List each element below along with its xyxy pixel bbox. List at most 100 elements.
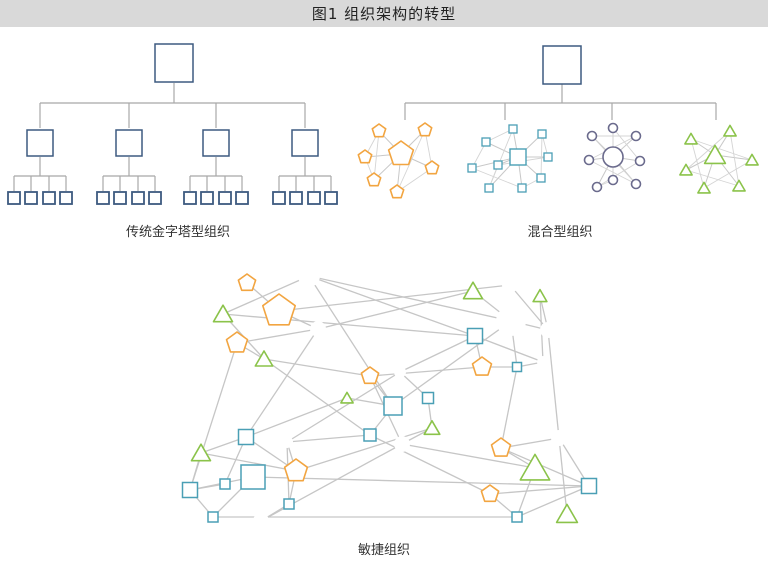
pentagon-node [387,140,415,166]
square-node [183,191,197,205]
square-node [484,183,494,193]
circle-node [602,146,624,168]
pentagon-node [471,356,493,376]
square-node [383,396,403,416]
connector-line [396,167,433,193]
pentagon-node [366,172,382,187]
circle-node [583,154,595,166]
connector-line [189,342,238,491]
circle-node [394,436,410,452]
connector-line [373,130,380,181]
pentagon-node [480,484,500,503]
connector-line [392,320,512,407]
connector-line [286,371,401,443]
connector-line [489,485,590,495]
connector-line [558,437,568,515]
hybrid-organization [357,45,759,199]
connector-line [488,128,514,189]
connector-line [308,275,512,322]
square-node [200,191,214,205]
pentagon-node [237,273,257,292]
square-node [580,477,598,495]
square-node [466,327,484,345]
connector-line [685,169,740,187]
triangle-node [703,144,727,165]
circle-node [298,265,320,287]
connector-line [260,443,403,522]
pentagon-node [357,149,373,164]
connector-line [245,328,319,438]
circle-node [634,155,646,167]
circle-node [630,130,642,142]
circle-node [630,178,642,190]
square-node [272,191,286,205]
square-node [481,137,491,147]
triangle-node [697,181,711,194]
square-node [59,191,73,205]
connector-line [471,167,523,189]
square-node [517,183,527,193]
circle-node [607,174,619,186]
square-node [291,129,319,157]
circle-node [551,430,567,446]
circle-node [502,277,518,293]
circle-node [591,181,603,193]
circle-node [540,322,556,338]
square-node [42,191,56,205]
square-node [508,124,518,134]
connector-line [308,275,394,407]
circle-node [607,122,619,134]
square-node [421,391,435,405]
square-node [131,191,145,205]
connector-line [509,284,549,331]
connector-line [703,159,753,189]
triangle-node [423,419,441,436]
connector-line [690,138,705,189]
square-node [115,129,143,157]
pentagon-node [283,458,309,482]
connector-line [399,335,476,373]
square-node [467,163,477,173]
square-node [543,152,553,162]
connector-line [500,447,590,487]
triangle-node [732,179,746,192]
pentagon-node [417,122,433,137]
triangle-node [684,132,698,145]
circle-node [537,356,549,368]
connector-line [588,159,637,185]
square-node [536,173,546,183]
square-node [235,191,249,205]
figure-title: 图1 组织架构的转型 [0,0,768,27]
square-node [7,191,21,205]
square-node [26,129,54,157]
pentagon-node [261,293,297,326]
connector-line [236,328,319,344]
triangle-node [745,153,759,166]
circle-node [253,513,269,529]
connector-line [685,130,731,171]
triangle-node [212,304,234,323]
connector-line [690,138,753,161]
circle-node [281,436,293,448]
connector-line [317,290,474,330]
pentagon-node [389,184,405,199]
connector-line [729,130,740,187]
connector-line [263,358,371,436]
pentagon-node [490,437,512,457]
square-node [113,191,127,205]
connector-line [308,275,476,337]
circle-node [310,321,326,337]
connector-line [540,133,543,179]
square-node [207,511,219,523]
square-node [219,478,231,490]
pentagon-node [371,123,387,138]
square-node [240,464,266,490]
caption-hybrid: 混合型组织 [527,225,592,240]
connector-line [200,452,297,472]
square-node [511,511,523,523]
triangle-node [723,124,737,137]
square-node [181,481,199,499]
square-node [324,191,338,205]
square-node [511,361,523,373]
